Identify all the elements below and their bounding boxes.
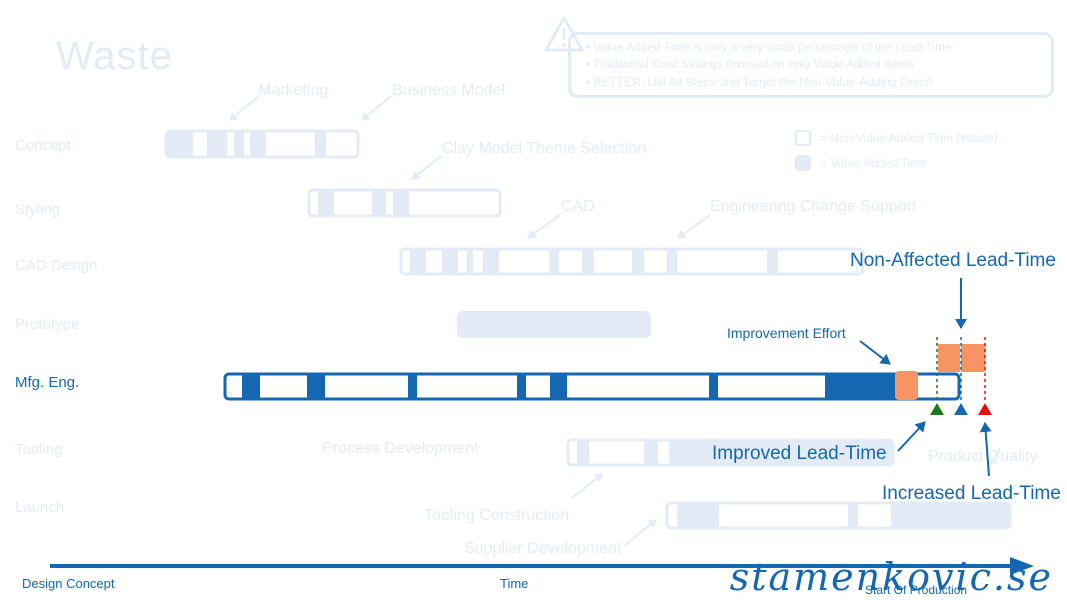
note-line-3: • BETTER: List All Steps and Target the … [586,75,932,89]
phase-concept: Concept [15,137,71,154]
label-product-quality: Product Quality [928,448,1038,465]
increased-block-1 [938,344,960,372]
time-axis-arrowhead [1010,557,1034,575]
axis-middle-label: Time [500,576,529,591]
axis-end-label: Start Of Production [865,583,968,597]
increased-marker [978,403,992,415]
phase-launch: Launch [15,499,65,516]
label-supplier-development: Supplier Development [464,540,622,557]
concept-bar [164,129,360,159]
axis-start-label: Design Concept [22,576,115,591]
legend-non-value-label: = Non-Value Added Time (Waste) [820,131,998,145]
tooling-bar [566,438,895,467]
phase-prototype: Prototype [15,316,80,333]
signature-watermark: stamenkovic.se [729,555,1053,599]
cad-design-bar [399,247,865,276]
label-improved-lead-time: Improved Lead-Time [712,443,887,464]
legend-value-label: = Value Added Time [820,156,927,170]
notes-box [568,32,1054,98]
non-affected-marker [954,403,968,415]
launch-bar [665,501,1012,530]
phase-cad-design: CAD Design [15,257,98,274]
label-increased-lead-time: Increased Lead-Time [882,483,1061,504]
styling-bar [307,188,502,218]
note-line-2: • Traditional Cost Savings focused on on… [586,57,914,71]
prototype-bar [457,311,651,338]
legend-non-value-swatch [795,130,811,146]
label-process-development: Process Development [322,440,479,457]
improved-marker [930,403,944,415]
note-line-1: • Value Added Time is only a very small … [586,40,952,54]
legend-value-swatch [795,155,811,171]
phase-styling: Styling [15,201,61,218]
label-engineering-change: Engineering Change Support [710,198,917,215]
label-marketing: Marketing [258,82,329,99]
phase-tooling: Tooling [15,441,63,458]
mfg-eng-bar [223,371,961,401]
label-tooling-construction: Tooling Construction [424,507,569,524]
label-clay-model: Clay Model Theme Selection [442,140,647,157]
label-improvement-effort: Improvement Effort [727,325,846,341]
page-title: Waste [56,34,173,78]
phase-mfg-eng: Mfg. Eng. [15,374,80,391]
label-cad: CAD [561,198,595,215]
label-business-model: Business Model [392,82,505,99]
label-non-affected-lead-time: Non-Affected Lead-Time [850,250,1056,271]
increased-block-2 [961,344,985,372]
